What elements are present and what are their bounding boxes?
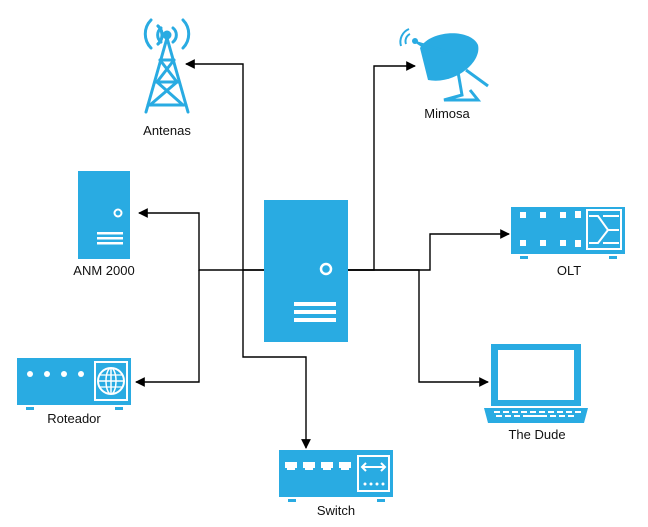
central-server-icon [264, 200, 348, 342]
connector-switch [242, 270, 311, 449]
satellite-dish-icon [399, 28, 489, 102]
network-switch-icon [279, 450, 393, 502]
connectors [135, 59, 510, 449]
radio-tower-icon [143, 18, 191, 114]
connector-roteador [135, 270, 200, 387]
laptop-monitor-icon [484, 344, 588, 423]
roteador-label: Roteador [47, 411, 101, 426]
connector-antenas [185, 59, 264, 271]
olt-switch-icon [511, 207, 625, 259]
connector-dude [348, 269, 489, 387]
anm-label: ANM 2000 [73, 263, 135, 278]
connector-olt [348, 229, 510, 271]
antenas-label: Antenas [143, 123, 191, 138]
switch-label: Switch [316, 503, 356, 518]
connector-anm [138, 208, 264, 271]
server-tower-icon [78, 171, 130, 259]
dude-label: The Dude [508, 427, 566, 442]
mimosa-label: Mimosa [424, 106, 470, 121]
olt-label: OLT [556, 263, 582, 278]
router-icon [17, 358, 131, 410]
connector-mimosa [348, 61, 416, 271]
